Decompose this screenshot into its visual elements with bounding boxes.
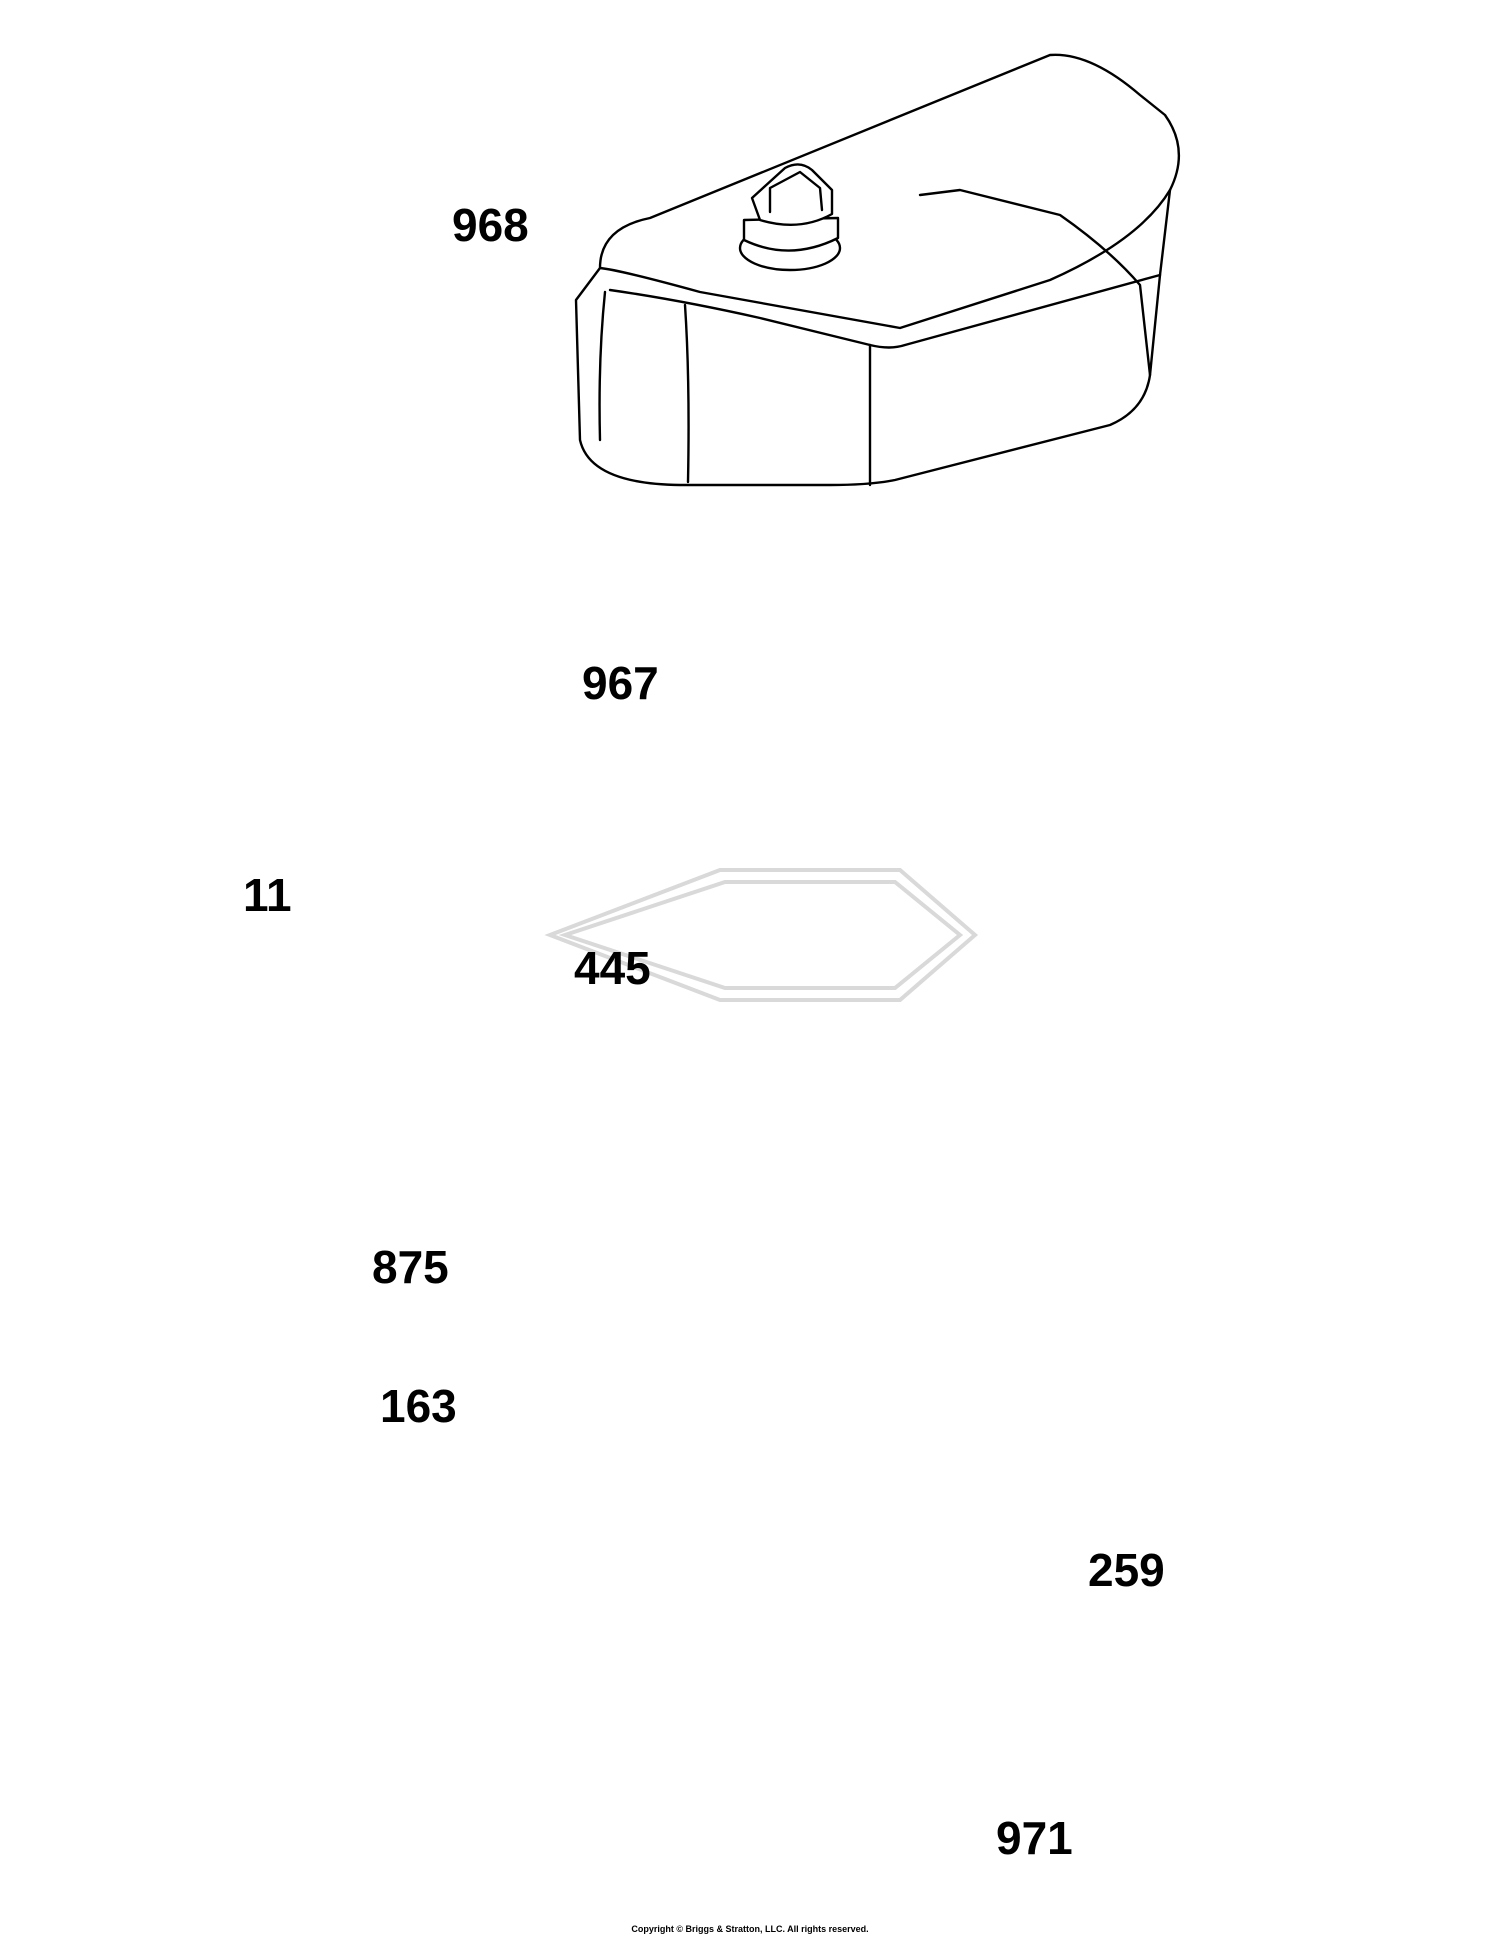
watermark-logo bbox=[544, 868, 979, 1002]
part-label-259: 259 bbox=[1088, 1544, 1165, 1596]
part-label-967: 967 bbox=[582, 657, 659, 709]
part-label-971: 971 bbox=[996, 1812, 1073, 1864]
part-label-11: 11 bbox=[243, 869, 292, 921]
copyright-footer: Copyright © Briggs & Stratton, LLC. All … bbox=[631, 1924, 869, 1934]
part-label-163: 163 bbox=[380, 1380, 457, 1432]
part-label-445: 445 bbox=[574, 942, 651, 994]
air-cleaner-cover-drawing bbox=[574, 53, 1180, 487]
part-label-968: 968 bbox=[452, 199, 529, 251]
kit-label-875: 875 bbox=[372, 1241, 449, 1293]
